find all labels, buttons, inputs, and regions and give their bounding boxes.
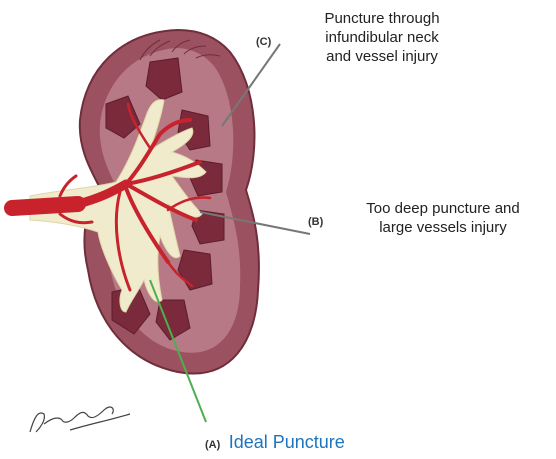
label-a-text: Ideal Puncture bbox=[229, 432, 345, 452]
label-b: (B) Too deep puncture and large vessels … bbox=[340, 200, 546, 238]
label-a-tag: (A) bbox=[205, 439, 220, 451]
label-b-line-1: Too deep puncture and bbox=[340, 200, 546, 219]
label-b-line-2: large vessels injury bbox=[340, 219, 546, 238]
label-c-line-2: infundibular neck bbox=[292, 29, 472, 48]
label-c-line-1: Puncture through bbox=[292, 10, 472, 29]
label-c: (C) Puncture through infundibular neck a… bbox=[292, 10, 472, 66]
label-c-line-3: and vessel injury bbox=[292, 48, 472, 67]
label-b-tag: (B) bbox=[308, 216, 323, 230]
label-a: (A) Ideal Puncture bbox=[205, 431, 405, 454]
label-c-tag: (C) bbox=[256, 36, 271, 50]
artist-signature bbox=[30, 407, 130, 432]
